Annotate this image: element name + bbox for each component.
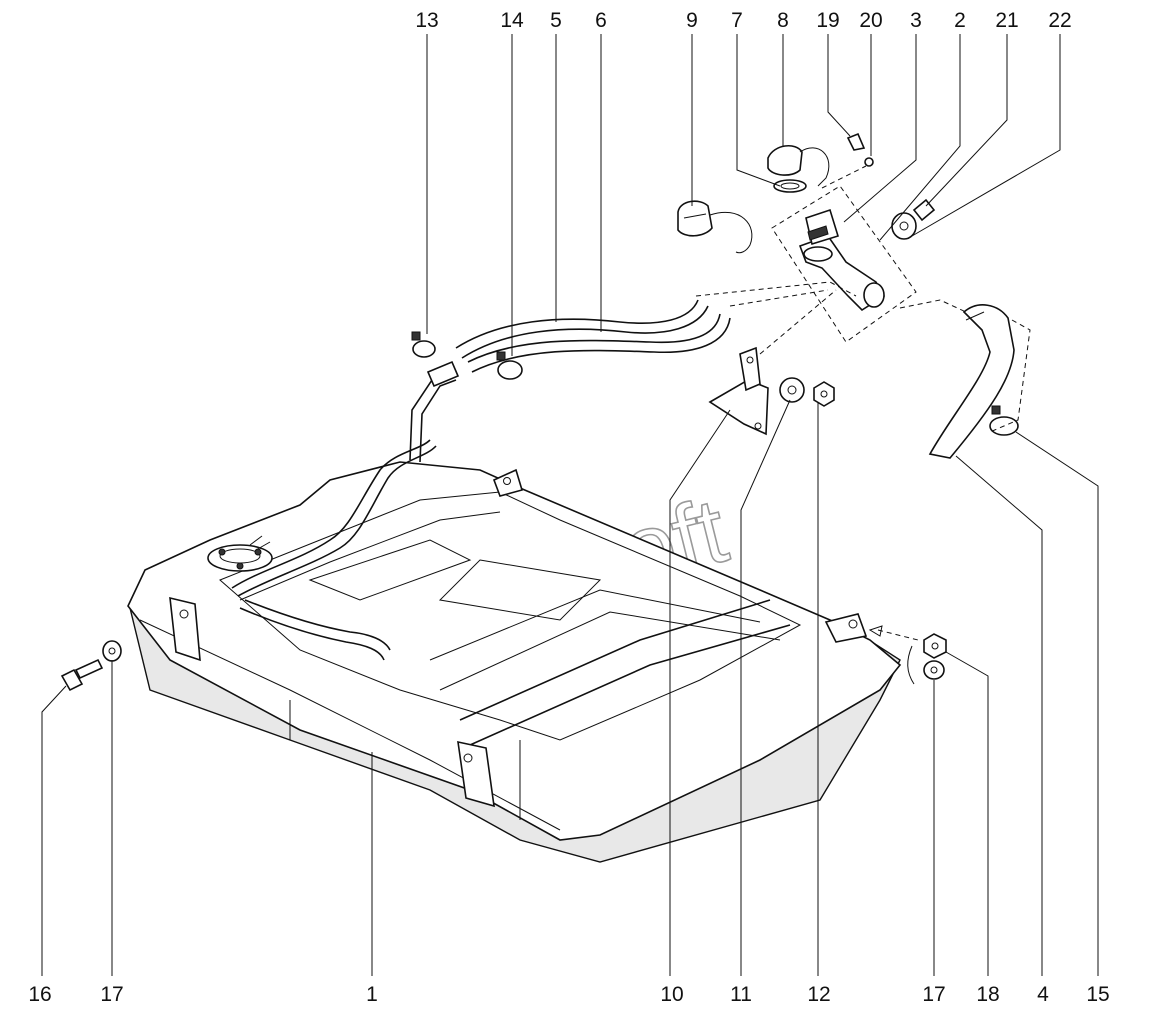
cap-8 [767, 145, 830, 187]
washer-17-left [102, 640, 122, 662]
callout-16: 16 [28, 983, 51, 1006]
tank-mount-tab-front [457, 740, 495, 808]
filler-hose-4 [928, 304, 1015, 459]
callout-19: 19 [816, 9, 839, 32]
tank-mount-tab-rear [492, 468, 524, 497]
callout-9: 9 [686, 9, 698, 32]
washer-11 [779, 377, 805, 403]
callout-17-left: 17 [100, 983, 123, 1006]
washer-22 [891, 212, 917, 240]
hose-clamp-13 [411, 331, 436, 358]
bolt-16 [60, 658, 104, 692]
callout-12: 12 [807, 983, 830, 1006]
callout-22: 22 [1048, 9, 1071, 32]
washer-17-right [923, 660, 945, 680]
callout-11: 11 [730, 983, 752, 1006]
callout-1: 1 [366, 983, 378, 1006]
callout-7: 7 [731, 9, 743, 32]
fuel-tank [127, 360, 902, 863]
hose-clamp-14 [496, 351, 523, 380]
bracket-10 [708, 346, 769, 436]
tank-mount-tab-left [169, 596, 201, 662]
leader-lines [41, 34, 1099, 976]
callout-21: 21 [995, 9, 1018, 32]
fuel-hose-5 [455, 299, 709, 359]
callout-10: 10 [660, 983, 683, 1006]
filler-cap-9 [677, 200, 753, 254]
callout-4: 4 [1037, 983, 1049, 1006]
callout-13: 13 [415, 9, 438, 32]
bolt-21 [912, 198, 936, 222]
callout-20: 20 [859, 9, 882, 32]
callout-8: 8 [777, 9, 789, 32]
callouts-top: 13 14 5 6 9 7 8 19 20 3 2 21 22 [415, 9, 1071, 32]
callout-2: 2 [954, 9, 966, 32]
nut-18 [923, 633, 947, 659]
seal-7 [773, 179, 807, 193]
filler-neck-group-box [771, 185, 917, 343]
callout-6: 6 [595, 9, 607, 32]
callout-18: 18 [976, 983, 999, 1006]
fuel-sender-unit [207, 535, 273, 572]
callout-17-right: 17 [922, 983, 945, 1006]
callout-15: 15 [1086, 983, 1109, 1006]
nut-12 [813, 381, 835, 407]
callouts-bottom: 16 17 1 10 11 12 17 18 4 15 [28, 983, 1109, 1006]
screw-19 [846, 132, 866, 151]
callout-5: 5 [550, 9, 562, 32]
callout-3: 3 [910, 9, 922, 32]
washer-20 [864, 157, 874, 167]
filler-neck-3 [798, 208, 886, 312]
callout-14: 14 [500, 9, 524, 32]
